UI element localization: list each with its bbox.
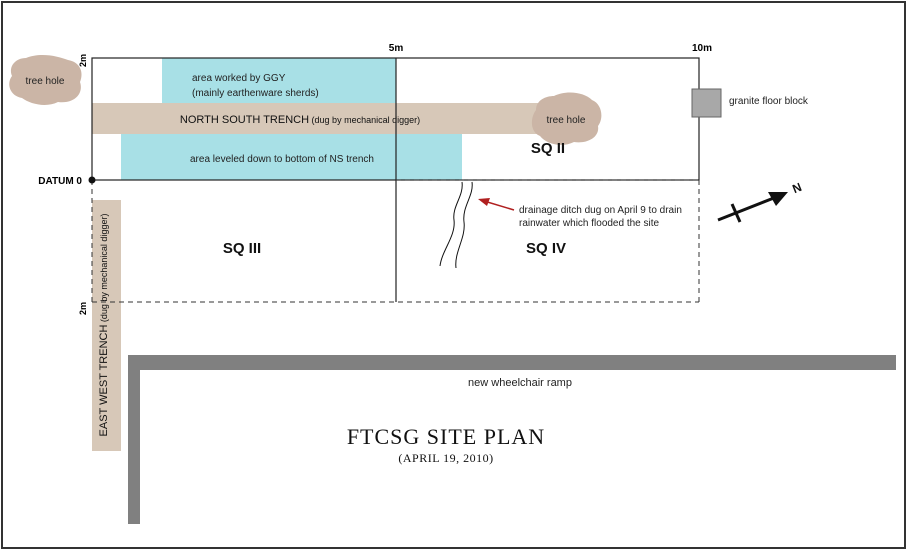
ns-trench-note: (dug by mechanical digger): [309, 115, 420, 125]
ramp-label: new wheelchair ramp: [468, 377, 572, 389]
tree-hole-left-label: tree hole: [26, 76, 65, 87]
drainage-ditch-right-bank: [455, 181, 473, 269]
east-west-trench: [92, 200, 121, 451]
drainage-arrow-head: [478, 198, 490, 206]
scale-label-2m-top: 2m: [78, 54, 88, 67]
scale-label-5m: 5m: [389, 43, 404, 54]
granite-floor-block: [691, 88, 722, 118]
tree-hole-right-label: tree hole: [547, 115, 586, 126]
square-label-sq3: SQ III: [223, 240, 261, 257]
datum-label: DATUM 0: [38, 176, 82, 187]
scale-label-10m: 10m: [692, 43, 712, 54]
ew-trench-label: EAST WEST TRENCH (dug by mechanical digg…: [98, 214, 110, 437]
scale-label-2m-lower: 2m: [78, 302, 88, 315]
plan-title: FTCSG SITE PLAN: [347, 424, 545, 449]
north-arrow-cross: [730, 203, 742, 223]
ns-trench-main: NORTH SOUTH TRENCH: [180, 114, 309, 126]
drainage-label-2: rainwater which flooded the site: [519, 218, 660, 229]
area-leveled-label: area leveled down to bottom of NS trench: [190, 154, 374, 165]
tree-hole-left: [9, 54, 82, 105]
area-leveled: [121, 134, 462, 180]
north-arrow-head: [768, 192, 788, 206]
area-worked-label-2: (mainly earthenware sherds): [192, 88, 319, 99]
square-label-sq2: SQ II: [531, 140, 565, 157]
tree-hole-right: [531, 92, 602, 145]
drainage-label-1: drainage ditch dug on April 9 to drain: [519, 205, 682, 216]
ew-trench-note: (dug by mechanical digger): [99, 214, 109, 325]
granite-block-label: granite floor block: [729, 96, 809, 107]
square-label-sq4: SQ IV: [526, 240, 566, 257]
ew-trench-main: EAST WEST TRENCH: [98, 325, 110, 437]
drainage-ditch-left-bank: [439, 181, 463, 267]
north-south-trench: [92, 103, 572, 134]
area-worked-label-1: area worked by GGY: [192, 73, 286, 84]
datum-point: [88, 176, 96, 184]
ns-trench-label: NORTH SOUTH TRENCH (dug by mechanical di…: [180, 114, 420, 126]
area-worked-by-ggy: [162, 58, 396, 103]
plan-date: (APRIL 19, 2010): [398, 451, 493, 465]
drainage-arrow-line: [483, 200, 515, 211]
